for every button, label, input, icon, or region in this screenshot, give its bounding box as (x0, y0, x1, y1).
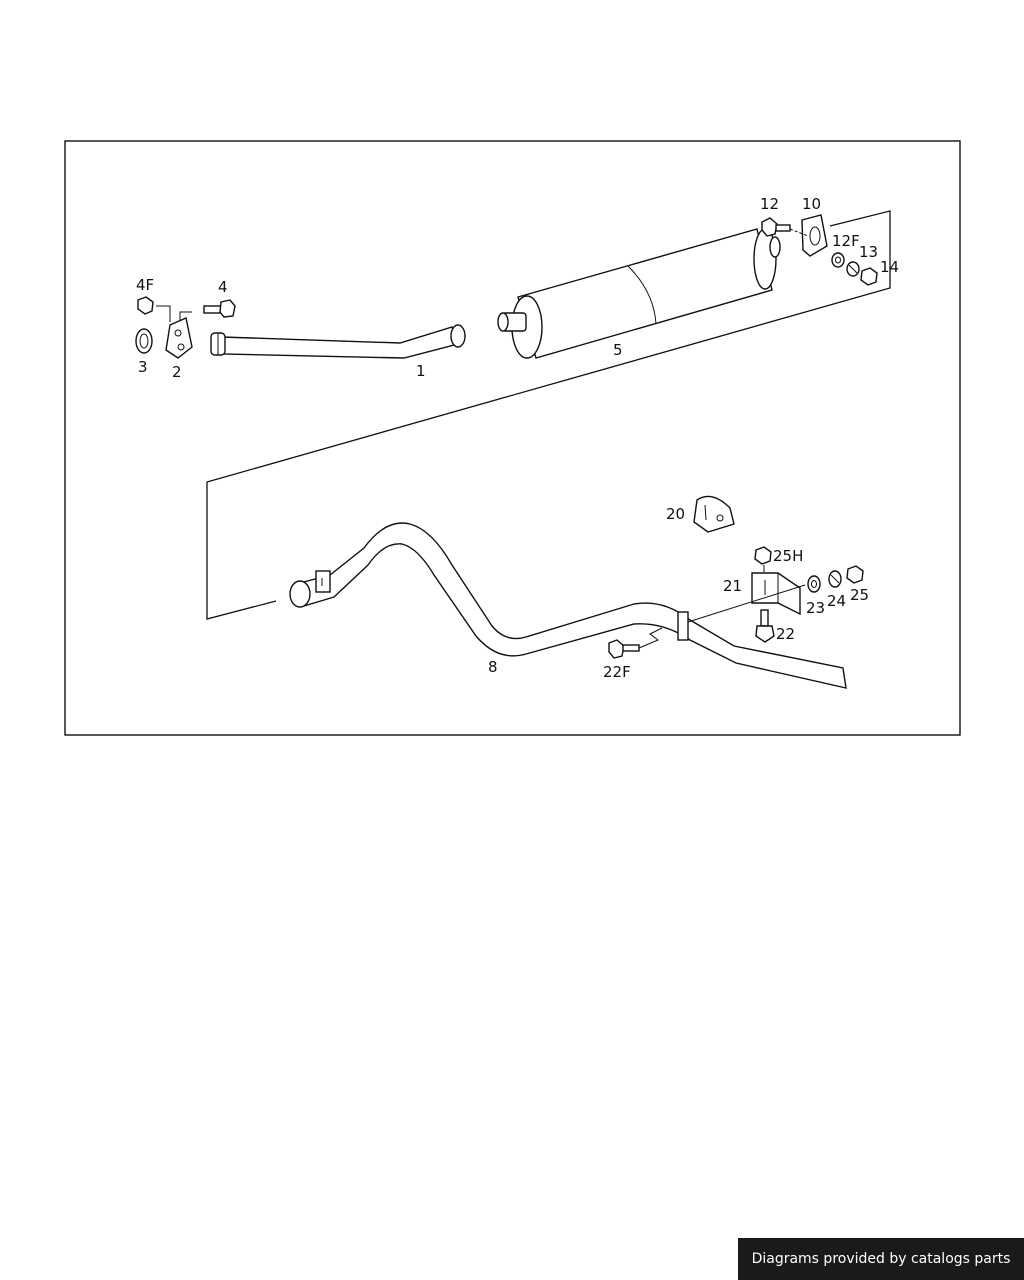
label-part-2: 2 (172, 363, 182, 381)
front-pipe-part-1[interactable] (210, 324, 466, 359)
nut-part-25h[interactable] (754, 546, 772, 572)
nut-part-14[interactable] (860, 267, 878, 286)
label-part-22: 22 (776, 625, 795, 643)
label-part-5: 5 (613, 341, 623, 359)
nut-part-25[interactable] (846, 565, 864, 584)
label-part-4: 4 (218, 278, 228, 296)
gasket-ring-part-3[interactable] (135, 328, 153, 354)
label-part-12: 12 (760, 195, 779, 213)
bolt-part-22[interactable] (755, 609, 775, 643)
diagram-frame (64, 140, 961, 736)
flange-part-2[interactable] (156, 305, 193, 359)
nut-part-4f[interactable] (137, 296, 154, 315)
label-part-12f: 12F (832, 232, 860, 250)
label-part-25: 25 (850, 586, 869, 604)
label-part-25h: 25H (773, 547, 803, 565)
bolt-part-22f[interactable] (608, 627, 663, 659)
label-part-24: 24 (827, 592, 846, 610)
bolt-part-12[interactable] (761, 217, 809, 237)
label-part-4f: 4F (136, 276, 154, 294)
assembly-panel-outline (206, 210, 891, 620)
washer-part-23[interactable] (807, 575, 821, 593)
label-part-1: 1 (416, 362, 426, 380)
spring-washer-part-24[interactable] (828, 570, 842, 588)
spring-washer-part-13[interactable] (846, 261, 860, 277)
label-part-3: 3 (138, 358, 148, 376)
label-part-8: 8 (488, 658, 498, 676)
label-part-20: 20 (666, 505, 685, 523)
hanger-bracket-part-10[interactable] (801, 214, 828, 257)
bolt-part-4[interactable] (203, 299, 236, 318)
diagram-credit-footer: Diagrams provided by catalogs parts (738, 1238, 1024, 1280)
label-part-22f: 22F (603, 663, 631, 681)
label-part-21: 21 (723, 577, 742, 595)
label-part-23: 23 (806, 599, 825, 617)
label-part-14: 14 (880, 258, 899, 276)
muffler-part-5[interactable] (497, 228, 781, 359)
label-part-10: 10 (802, 195, 821, 213)
rear-pipe-part-8[interactable] (289, 522, 847, 689)
label-part-13: 13 (859, 243, 878, 261)
footer-credit-text: Diagrams provided by catalogs parts (751, 1251, 1011, 1267)
rubber-mount-part-20[interactable] (693, 495, 735, 533)
washer-part-12f[interactable] (831, 252, 845, 268)
bracket-part-21[interactable] (687, 572, 806, 623)
